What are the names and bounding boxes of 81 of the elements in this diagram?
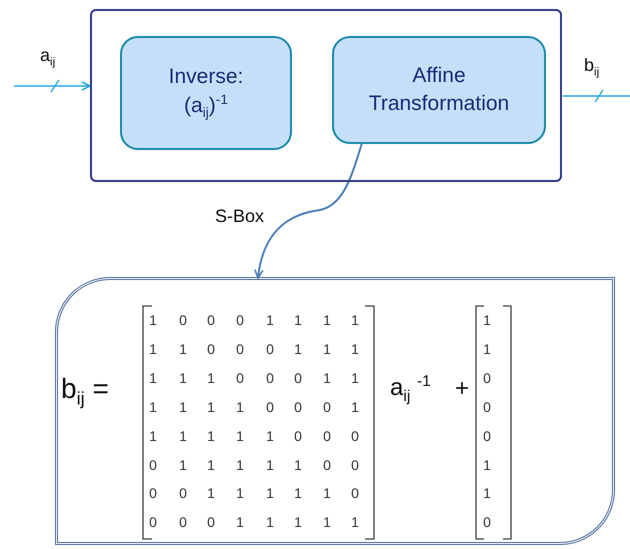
matrix-entry: 1 (235, 399, 245, 415)
vector-entry: 1 (482, 485, 492, 501)
matrix-entry: 1 (178, 428, 188, 444)
matrix-entry: 1 (235, 457, 245, 473)
matrix-entry: 1 (148, 312, 158, 328)
matrix-entry: 1 (322, 341, 332, 357)
matrix-entry: 0 (293, 399, 303, 415)
matrix-entry: 1 (178, 370, 188, 386)
matrix-entry: 1 (265, 428, 275, 444)
matrix-entry: 0 (350, 457, 360, 473)
matrix-entry: 0 (235, 370, 245, 386)
edge-label: b$_{ij}$ (584, 55, 600, 79)
matrix-entry: 1 (265, 485, 275, 501)
matrix-entry: 1 (350, 312, 360, 328)
matrix-entry: 0 (148, 485, 158, 501)
matrix-entry: 0 (206, 312, 216, 328)
matrix-entry: 1 (265, 457, 275, 473)
matrix-entry: 1 (206, 370, 216, 386)
matrix-entry: 1 (178, 457, 188, 473)
vector-entry: 1 (482, 312, 492, 328)
vector-entry: 1 (482, 457, 492, 473)
matrix-entry: 1 (206, 428, 216, 444)
matrix-entry: 1 (206, 485, 216, 501)
matrix-entry: 0 (322, 457, 332, 473)
matrix-entry: 0 (148, 457, 158, 473)
box-label: Inverse: (a$_{ij}$)$^{-1}$ (168, 64, 244, 123)
matrix-entry: 1 (148, 370, 158, 386)
vector-entry: 1 (482, 341, 492, 357)
matrix-entry: 0 (178, 312, 188, 328)
matrix-entry: 1 (235, 514, 245, 530)
matrix-entry: 1 (322, 485, 332, 501)
vector-entry: 0 (482, 370, 492, 386)
matrix-entry: 1 (293, 514, 303, 530)
process-box (120, 36, 292, 150)
matrix-entry: 1 (206, 457, 216, 473)
matrix-entry: 0 (235, 312, 245, 328)
matrix-entry: 0 (178, 485, 188, 501)
matrix-entry: 1 (293, 485, 303, 501)
matrix-entry: 1 (322, 312, 332, 328)
matrix-entry: 0 (148, 514, 158, 530)
matrix-entry: 0 (265, 370, 275, 386)
matrix-entry: 1 (293, 312, 303, 328)
matrix-entry: 1 (265, 514, 275, 530)
matrix-entry: 1 (350, 399, 360, 415)
vector-entry: 0 (482, 514, 492, 530)
vector-entry: 0 (482, 428, 492, 444)
process-box (332, 36, 546, 144)
box-label: Affine Transformation (368, 62, 510, 117)
matrix-entry: 0 (265, 399, 275, 415)
matrix-entry: 0 (293, 370, 303, 386)
matrix-entry: 0 (350, 485, 360, 501)
matrix-entry: 0 (235, 341, 245, 357)
matrix-entry: 1 (322, 370, 332, 386)
matrix-entry: 1 (206, 399, 216, 415)
matrix-entry: 1 (350, 370, 360, 386)
matrix-entry: 0 (322, 428, 332, 444)
matrix-entry: 0 (206, 514, 216, 530)
matrix-entry: 0 (350, 428, 360, 444)
matrix-entry: 0 (265, 341, 275, 357)
matrix-entry: 1 (350, 514, 360, 530)
matrix-entry: 1 (178, 399, 188, 415)
matrix-entry: 1 (350, 341, 360, 357)
matrix-entry: 0 (293, 428, 303, 444)
matrix-entry: 0 (206, 341, 216, 357)
matrix-entry: 1 (148, 399, 158, 415)
matrix-entry: 1 (235, 485, 245, 501)
matrix-entry: 0 (322, 399, 332, 415)
matrix-entry: 1 (235, 428, 245, 444)
matrix-entry: 1 (322, 514, 332, 530)
matrix-entry: 0 (178, 514, 188, 530)
equation-panel (55, 277, 615, 545)
equation-lhs: b$_{ij}$ = (61, 373, 109, 410)
matrix-entry: 1 (293, 341, 303, 357)
matrix-entry: 1 (148, 428, 158, 444)
plus-sign: + (455, 375, 470, 403)
vector-entry: 0 (482, 399, 492, 415)
matrix-entry: 1 (178, 341, 188, 357)
module-frame (90, 9, 562, 182)
matrix-entry: 1 (265, 312, 275, 328)
matrix-entry: 1 (293, 457, 303, 473)
matrix-entry: 1 (148, 341, 158, 357)
